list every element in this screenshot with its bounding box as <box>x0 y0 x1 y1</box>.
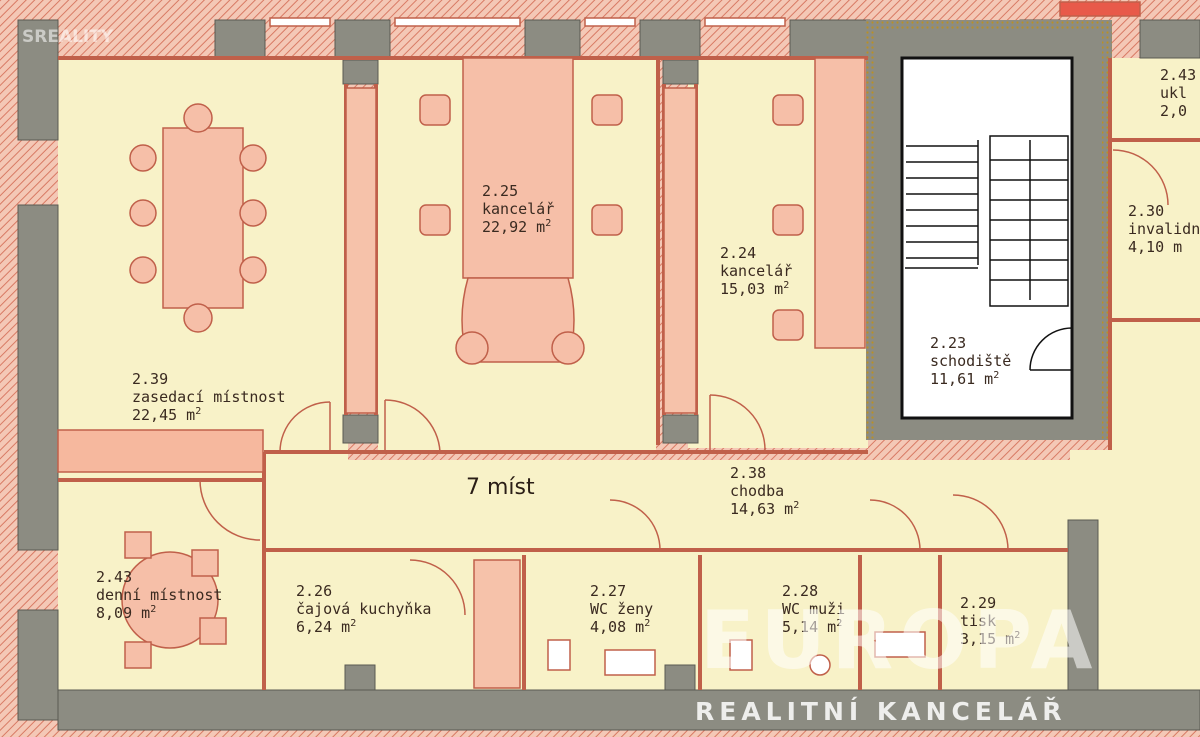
windows <box>269 1 1141 27</box>
office-desks <box>419 57 866 365</box>
room-label-5: 2.30invalidní W4,10 m <box>1128 202 1200 256</box>
sanitary-fixtures <box>547 631 926 676</box>
stair-steps-icon <box>905 135 1073 371</box>
realitni-kancelar-watermark: REALITNÍ KANCELÁŘ <box>695 697 1067 726</box>
built-in-cabinets <box>57 87 697 689</box>
staircase-core <box>866 20 1112 440</box>
door-swings <box>199 149 1169 616</box>
round-table <box>121 531 227 669</box>
conference-table <box>129 103 267 333</box>
structural-walls <box>17 19 1200 731</box>
europa-watermark: EUROPA <box>700 594 1098 687</box>
corridor-capacity-note: 7 míst <box>466 475 535 500</box>
sreality-watermark: SREALITY <box>22 27 114 47</box>
